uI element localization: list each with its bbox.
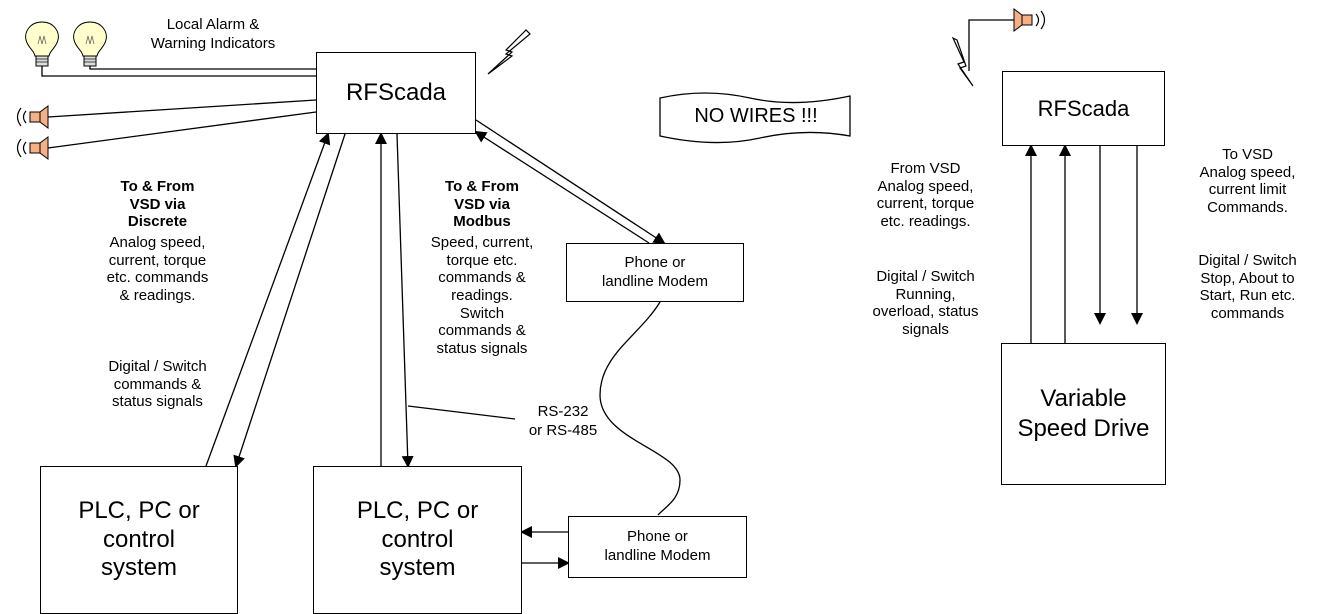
discrete-digital: Digital / Switch commands & status signa… bbox=[108, 358, 207, 411]
plc-label: PLC, PC or control system bbox=[356, 496, 479, 582]
no-wires-label: NO WIRES !!! bbox=[694, 105, 818, 127]
rfscada-box-right: RFScada bbox=[1002, 71, 1165, 146]
lightning-icon bbox=[951, 36, 974, 87]
vsd-box: Variable Speed Drive bbox=[1001, 343, 1166, 485]
rfscada-box-left: RFScada bbox=[316, 52, 476, 134]
plc-label: PLC, PC or control system bbox=[78, 496, 200, 582]
modem-label: Phone or landline Modem bbox=[604, 528, 711, 564]
link-arrows-left bbox=[205, 119, 681, 569]
rs-interface-label: RS-232 or RS-485 bbox=[528, 403, 598, 439]
plc-box-mid: PLC, PC or control system bbox=[313, 466, 522, 614]
modbus-body: Speed, current, torque etc. commands & r… bbox=[430, 234, 534, 358]
rfscada-label: RFScada bbox=[1037, 95, 1130, 121]
speaker-icon bbox=[16, 136, 49, 160]
no-wires-banner bbox=[659, 92, 851, 144]
from-vsd-digital: Digital / Switch Running, overload, stat… bbox=[872, 268, 979, 339]
speaker-wire bbox=[968, 19, 1014, 71]
to-vsd-digital: Digital / Switch Stop, About to Start, R… bbox=[1198, 252, 1297, 323]
discrete-heading: To & From VSD via Discrete bbox=[120, 178, 195, 231]
modem-box-bottom: Phone or landline Modem bbox=[568, 516, 747, 578]
modem-label: Phone or landline Modem bbox=[602, 253, 708, 290]
to-vsd-label: To VSD Analog speed, current limit Comma… bbox=[1199, 146, 1296, 217]
speaker-icon bbox=[1013, 8, 1046, 32]
alarm-indicators-label: Local Alarm & Warning Indicators bbox=[150, 16, 276, 52]
alarm-wires bbox=[41, 66, 316, 77]
from-vsd-label: From VSD Analog speed, current, torque e… bbox=[876, 160, 975, 231]
lightning-icon bbox=[487, 29, 531, 75]
light-bulb-icon bbox=[73, 21, 107, 67]
link-arrows-right bbox=[1025, 144, 1143, 343]
speaker-wires bbox=[47, 99, 317, 149]
modbus-heading: To & From VSD via Modbus bbox=[445, 178, 519, 231]
vsd-label: Variable Speed Drive bbox=[1017, 385, 1150, 442]
plc-box-left: PLC, PC or control system bbox=[40, 466, 238, 614]
discrete-body: Analog speed, current, torque etc. comma… bbox=[106, 234, 209, 305]
modem-box-top: Phone or landline Modem bbox=[566, 243, 744, 302]
rfscada-label: RFScada bbox=[345, 79, 447, 106]
light-bulb-icon bbox=[25, 21, 59, 67]
speaker-icon bbox=[16, 105, 49, 129]
